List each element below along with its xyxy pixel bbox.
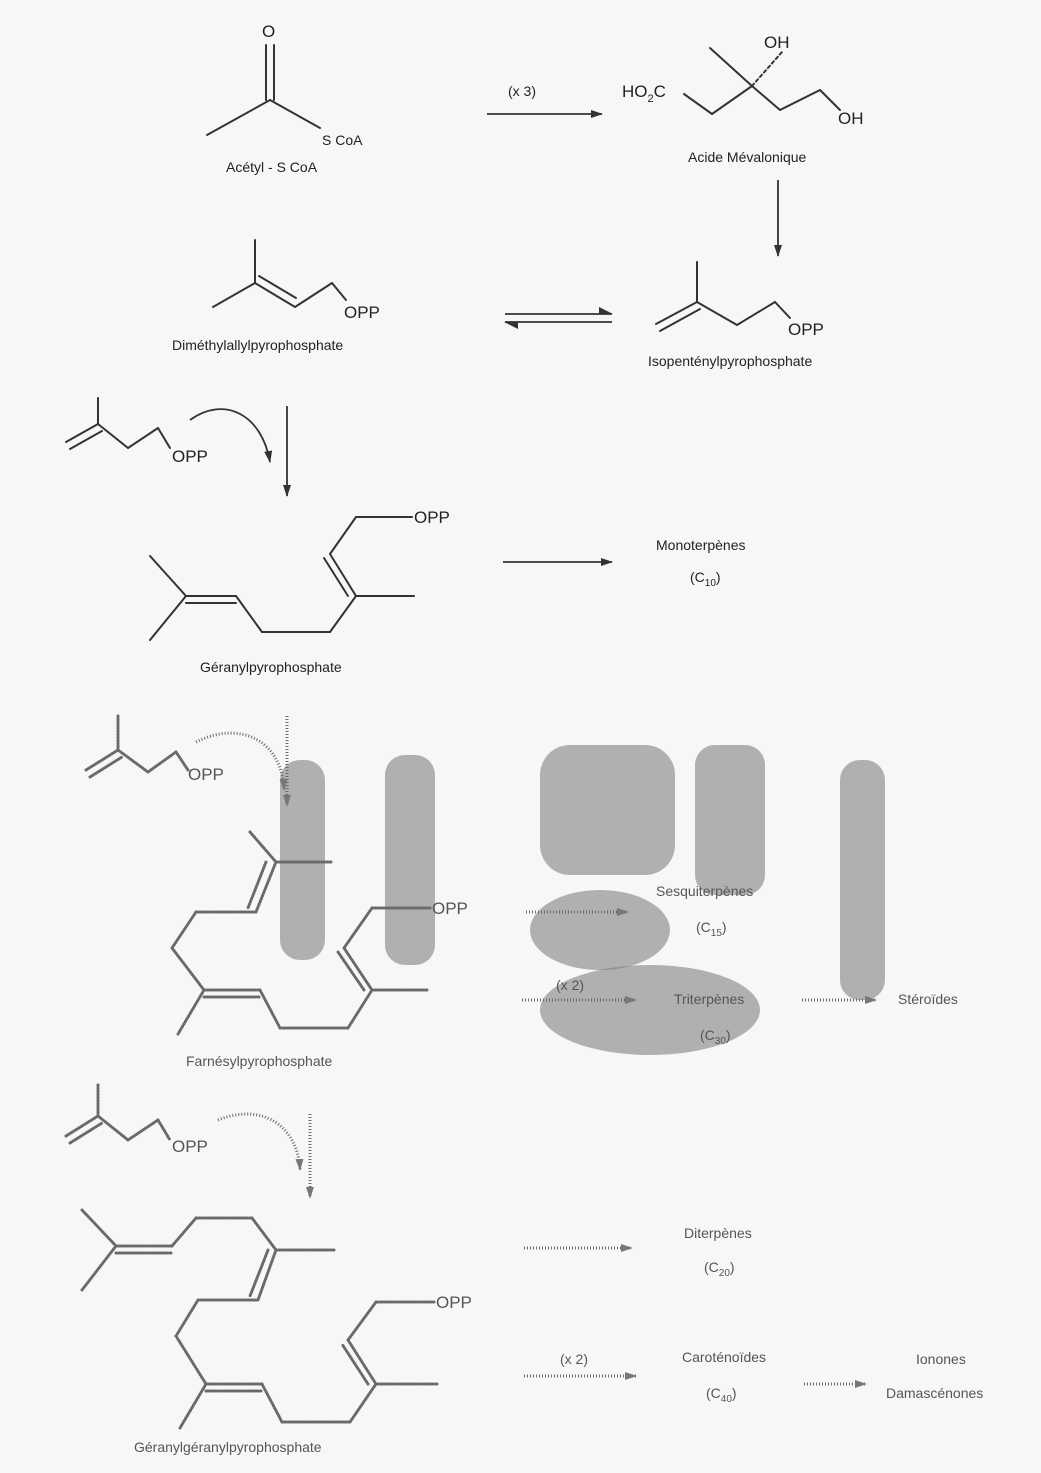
arrow-ggpp-to-carotenoids: (x 2) — [524, 1351, 637, 1380]
ipp-addition-2-opp: OPP — [188, 765, 224, 784]
monoterpenes-name: Monoterpènes — [656, 537, 746, 553]
ionones-name: Ionones — [916, 1351, 966, 1367]
acetyl-oxygen-atom: O — [262, 22, 275, 41]
ipp-addition-1: OPP — [65, 397, 291, 497]
triterpenes-formula: (C30) — [700, 1027, 731, 1047]
steroids-name: Stéroïdes — [898, 991, 958, 1007]
sesquiterpenes-formula: (C15) — [696, 919, 727, 939]
scan-speckle — [280, 745, 885, 1055]
triterpenes-multiplier: (x 2) — [556, 977, 584, 993]
equilibrium-arrows — [504, 307, 613, 329]
diterpenes-formula: (C20) — [704, 1259, 735, 1279]
ipp-addition-2: OPP — [84, 714, 291, 807]
sesquiterpenes-name: Sesquiterpènes — [656, 883, 753, 899]
carotenoids-formula: (C40) — [706, 1385, 737, 1405]
ggpp-opp-group: OPP — [436, 1293, 472, 1312]
dmapp-opp-group: OPP — [344, 303, 380, 322]
ipp-structure: OPP Isopenténylpyrophosphate — [648, 261, 824, 369]
fpp-structure: OPP Farnésylpyrophosphate — [170, 830, 468, 1069]
ggpp-name: Géranylgéranylpyrophosphate — [134, 1439, 322, 1455]
gpp-name: Géranylpyrophosphate — [200, 659, 342, 675]
fpp-opp-group: OPP — [432, 899, 468, 918]
arrow-acetyl-to-mevalonic: (x 3) — [487, 83, 603, 118]
ipp-addition-3-opp: OPP — [172, 1137, 208, 1156]
mevalonic-acid-name: Acide Mévalonique — [688, 149, 807, 165]
acetyl-scoa-structure: O S CoA Acétyl - S CoA — [206, 22, 363, 175]
gpp-structure: OPP Géranylpyrophosphate — [149, 508, 450, 675]
sesquiterpenes-product: Sesquiterpènes (C15) — [656, 883, 753, 939]
triterpenes-name: Triterpènes — [674, 991, 744, 1007]
triterpenes-product: Triterpènes (C30) — [674, 991, 744, 1047]
acetyl-scoa-name: Acétyl - S CoA — [226, 159, 318, 175]
fpp-name: Farnésylpyrophosphate — [186, 1053, 333, 1069]
carotenoids-product: Caroténoïdes (C40) — [682, 1349, 766, 1405]
ionones-product: Ionones Damascénones — [886, 1351, 983, 1401]
monoterpenes-formula: (C10) — [690, 569, 721, 589]
mevalonic-oh-tertiary: OH — [764, 33, 790, 52]
mevalonic-acid-structure: HO2C OH OH Acide Mévalonique — [622, 33, 864, 165]
ipp-opp-group: OPP — [788, 320, 824, 339]
diterpenes-product: Diterpènes (C20) — [684, 1225, 752, 1279]
ipp-addition-1-opp: OPP — [172, 447, 208, 466]
acetyl-scoa-group: S CoA — [322, 132, 363, 148]
ggpp-structure: OPP Géranylgéranylpyrophosphate — [80, 1208, 472, 1455]
faded-lower-section: OPP OPP Farnésylpyrophosphate — [64, 714, 983, 1455]
ipp-addition-3: OPP — [64, 1082, 314, 1199]
carotenoids-name: Caroténoïdes — [682, 1349, 766, 1365]
dmapp-structure: OPP Diméthylallylpyrophosphate — [172, 239, 380, 353]
arrow-multiplier-label: (x 3) — [508, 83, 536, 99]
mevalonic-ho2c-group: HO2C — [622, 82, 666, 105]
mevalonic-oh-primary: OH — [838, 109, 864, 128]
damascenones-name: Damascénones — [886, 1385, 983, 1401]
dmapp-name: Diméthylallylpyrophosphate — [172, 337, 343, 353]
gpp-opp-group: OPP — [414, 508, 450, 527]
diterpenes-name: Diterpènes — [684, 1225, 752, 1241]
ipp-name: Isopenténylpyrophosphate — [648, 353, 812, 369]
arrow-fpp-to-triterpenes: (x 2) — [522, 977, 637, 1004]
monoterpenes-product: Monoterpènes (C10) — [656, 537, 746, 589]
carotenoids-multiplier: (x 2) — [560, 1351, 588, 1367]
